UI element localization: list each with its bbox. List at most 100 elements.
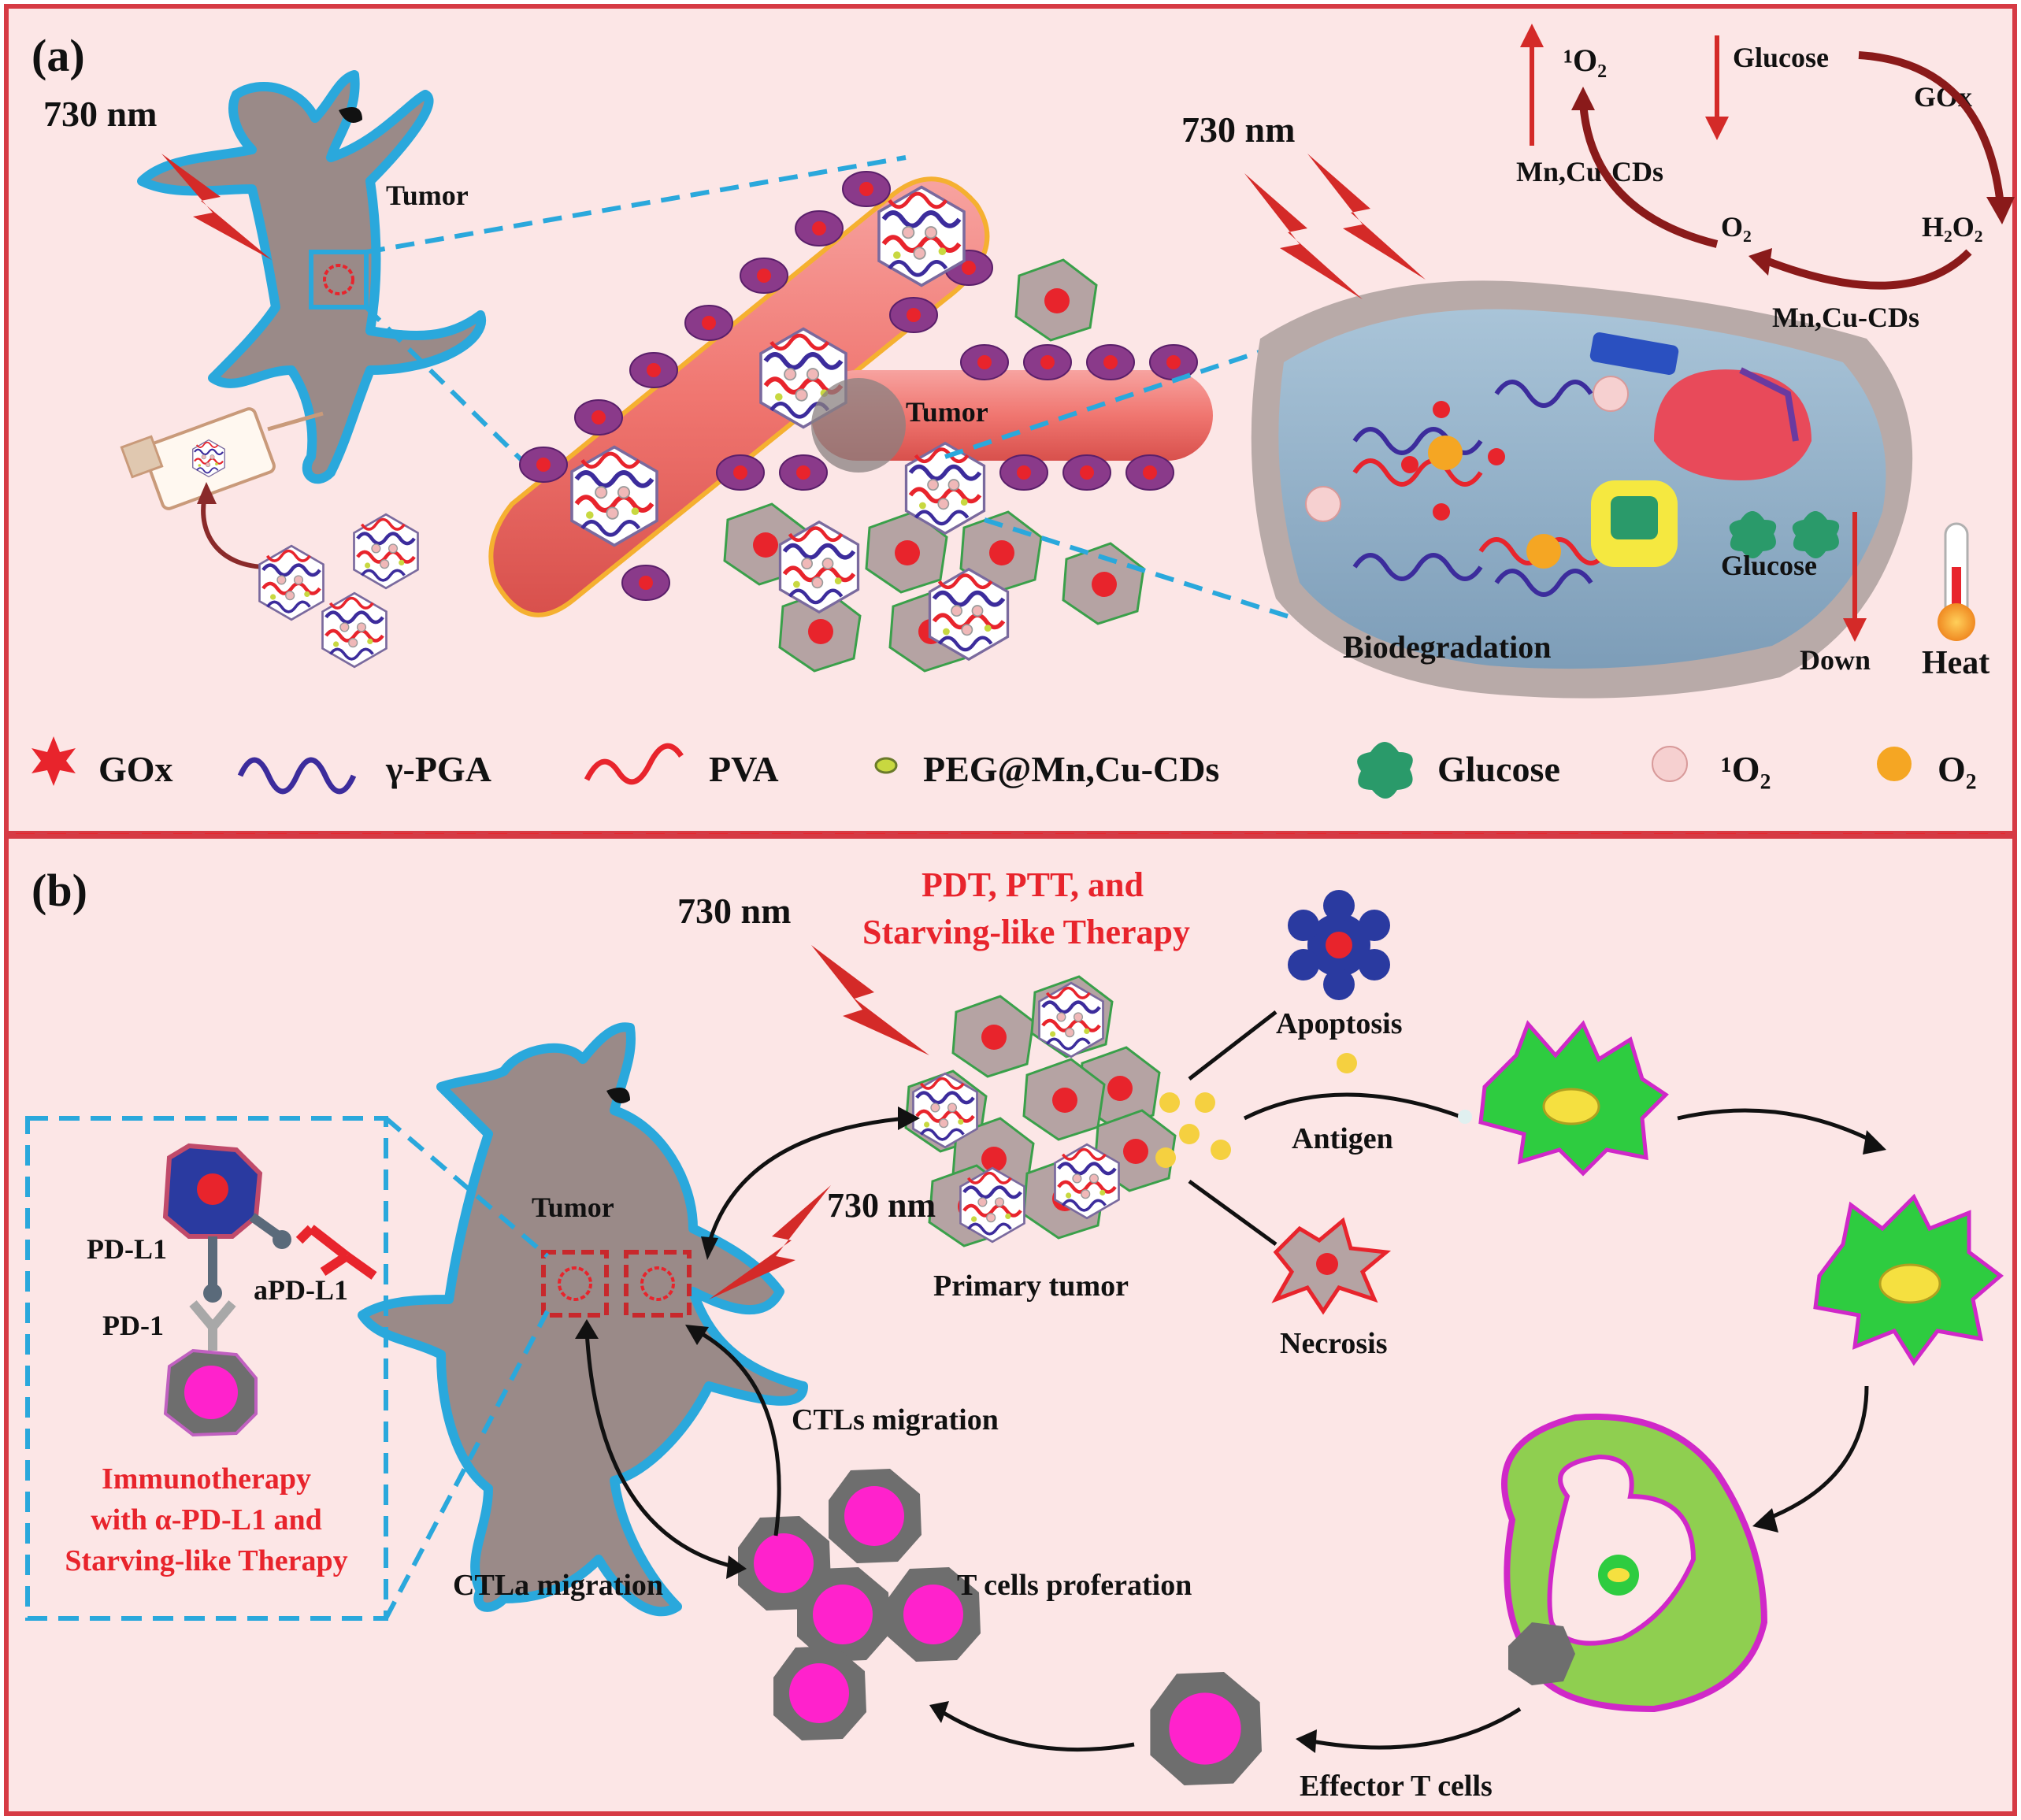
- hydrogen-peroxide-label: H₂O₂: [1922, 211, 1983, 243]
- vessel-tumor-label: Tumor: [906, 396, 988, 428]
- legend-label: PVA: [709, 749, 779, 789]
- tumor-site-box: [624, 1250, 692, 1318]
- antigen-uptake-icon: [1458, 1110, 1472, 1124]
- necrosis-arrow: [1188, 1179, 1277, 1247]
- arrow-head: [685, 1325, 709, 1345]
- singlet-oxygen-icon: [1652, 746, 1688, 782]
- wavelength-mouse-label: 730 nm: [827, 1186, 936, 1225]
- singlet-oxygen-label: ¹O₂: [1563, 43, 1607, 78]
- tumor-site-icon: [640, 1266, 675, 1301]
- oxygen-in-cell: [1428, 436, 1463, 470]
- legend-label: ¹O₂: [1721, 749, 1771, 789]
- pdl1-receptor-icon: [273, 1230, 291, 1249]
- antigen-arrow: [1243, 1092, 1466, 1121]
- ctla-migration-label: CTLa migration: [453, 1569, 663, 1602]
- arrow-head: [898, 1106, 920, 1130]
- lightning-icon: [1244, 173, 1363, 299]
- inset-caption-line2: with α-PD-L1 and: [91, 1503, 322, 1536]
- maturation-arrow: [1677, 1108, 1876, 1144]
- tumor-site-box: [541, 1250, 609, 1318]
- t-cell-icon: [163, 1348, 258, 1437]
- panel-b-label: (b): [32, 865, 87, 916]
- primary-tumor-label: Primary tumor: [933, 1270, 1129, 1303]
- pdl1-receptor-icon: [249, 1213, 283, 1240]
- pdl1-tip-icon: [203, 1284, 222, 1303]
- mouse-ear-icon: [606, 1088, 630, 1103]
- pd1-receptor-icon: [189, 1300, 236, 1351]
- apoptosis-label: Apoptosis: [1276, 1007, 1403, 1040]
- zoom-line: [384, 1116, 549, 1258]
- dendritic-cell-icon: [1478, 1020, 1669, 1177]
- legend-label: γ-PGA: [385, 749, 491, 789]
- mouse-tumor-label: Tumor: [386, 180, 469, 211]
- zoom-line: [984, 517, 1332, 632]
- arrow-head: [197, 482, 217, 504]
- up-arrow-head: [1520, 24, 1544, 47]
- cycle-arrow-head: [1986, 197, 2015, 224]
- glucose-in-cell: [1729, 511, 1840, 558]
- arrow-head: [929, 1701, 949, 1723]
- cell-glucose-label: Glucose: [1721, 550, 1817, 581]
- legend-label: Glucose: [1437, 749, 1560, 789]
- arrow-head: [1752, 1508, 1778, 1533]
- wavelength-left-label: 730 nm: [43, 94, 157, 134]
- antigen-label: Antigen: [1292, 1122, 1393, 1155]
- effector-label: Effector T cells: [1300, 1770, 1493, 1803]
- necrosis-nucleus-icon: [1316, 1253, 1338, 1275]
- zoom-line: [365, 155, 907, 254]
- biodegradation-label: Biodegradation: [1343, 629, 1551, 665]
- apoptosis-arrow: [1188, 1010, 1277, 1081]
- antigen-icon: [1155, 1053, 1357, 1168]
- tumor-site-icon: [558, 1266, 592, 1301]
- gox-icon: [32, 736, 76, 786]
- cycle-arrow: [1579, 102, 1719, 248]
- singlet-oxygen-in-cell: [1593, 376, 1629, 412]
- proliferation-arrow: [936, 1707, 1135, 1752]
- arrow-head: [1863, 1130, 1886, 1155]
- down-arrow-head: [1705, 117, 1729, 140]
- arrow-head: [701, 1236, 718, 1260]
- pdl1-label: PD-L1: [87, 1233, 167, 1265]
- ctla-migration-arrow: [584, 1330, 737, 1570]
- inset-box: [25, 1116, 388, 1621]
- inset-caption-line1: Immunotherapy: [102, 1462, 311, 1496]
- er-icon: [1589, 332, 1679, 375]
- therapy-title-line1: PDT, PTT, and: [922, 866, 1144, 904]
- mouse-ear-icon: [339, 107, 362, 123]
- lightning-icon: [709, 1185, 831, 1299]
- lymph-node-icon: [1501, 1413, 1768, 1713]
- t-cells-label: T cells proferation: [957, 1569, 1192, 1602]
- oxygen-in-cell: [1526, 534, 1561, 569]
- panel-a-label: (a): [32, 30, 85, 81]
- therapy-title-line2: Starving-like Therapy: [862, 913, 1190, 951]
- lightning-icon: [1307, 154, 1426, 280]
- cycle-arrow: [1858, 51, 2004, 206]
- cycle-arrow: [1763, 249, 1972, 290]
- glucose-icon: [1357, 742, 1413, 799]
- oxygen-icon: [1877, 747, 1912, 781]
- mouse-tumor-label: Tumor: [532, 1192, 614, 1223]
- ctls-migration-label: CTLs migration: [792, 1403, 999, 1436]
- arrow-head: [726, 1555, 747, 1579]
- catalyst-top-label: Mn,Cu-CDs: [1516, 156, 1663, 187]
- necrosis-label: Necrosis: [1280, 1327, 1388, 1360]
- arrow-head: [575, 1319, 599, 1339]
- cycle-arrow-head: [1748, 248, 1772, 276]
- thermometer-icon: [1938, 522, 1975, 641]
- legend-label: PEG@Mn,Cu-CDs: [923, 749, 1219, 789]
- down-arrow-head: [1843, 618, 1867, 642]
- apdl1-antibody-icon: [295, 1225, 377, 1280]
- lightning-icon: [161, 154, 272, 260]
- ctls-migration-arrow: [695, 1329, 781, 1536]
- pd1-label: PD-1: [102, 1310, 164, 1341]
- syringe-icon: [120, 407, 324, 510]
- legend-label: O₂: [1938, 749, 1977, 789]
- wavelength-top-label: 730 nm: [677, 891, 791, 931]
- singlet-oxygen-in-cell: [1305, 486, 1341, 522]
- apoptosis-cell-icon: [1288, 890, 1390, 1000]
- mature-dendritic-cell-icon: [1813, 1193, 2004, 1366]
- inset-caption-line3: Starving-like Therapy: [65, 1544, 347, 1577]
- pdl1-cell-icon: [162, 1143, 263, 1239]
- down-label: Down: [1800, 644, 1871, 676]
